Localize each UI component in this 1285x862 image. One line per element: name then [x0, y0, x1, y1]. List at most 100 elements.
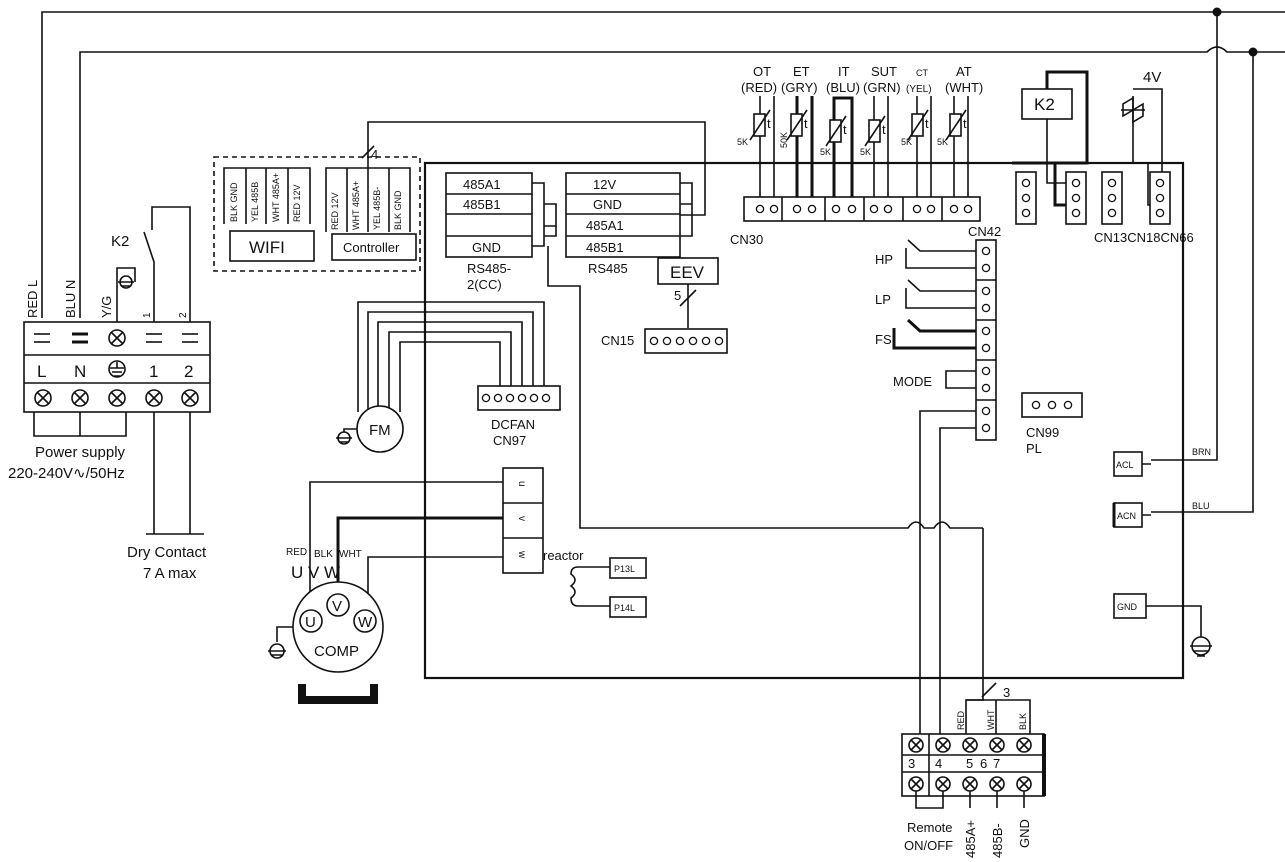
svg-text:5K: 5K [820, 147, 831, 157]
rs485-block: 12V GND 485A1 485B1 RS485 [565, 172, 693, 276]
comp-uvw-label: U V W [291, 563, 340, 582]
reactor-label: reactor [543, 548, 584, 563]
bottom-num-5: 5 [966, 756, 973, 771]
controller-pin-2: YEL 485B- [372, 187, 382, 230]
wire-label-yg: Y/G [99, 296, 114, 318]
sensor-ot: OT (RED) 5K t [737, 64, 777, 202]
dry-contact-rating: 7 A max [143, 565, 197, 582]
comp-phase-u: U [305, 614, 316, 631]
svg-text:50K: 50K [779, 132, 789, 148]
svg-text:ET: ET [793, 64, 810, 79]
rs485cc-label-1: RS485- [467, 261, 511, 276]
svg-text:OT: OT [753, 64, 771, 79]
svg-text:5K: 5K [937, 137, 948, 147]
comp-terminal-w: w [516, 550, 527, 559]
rs485cc-row-1: 485B1 [463, 197, 501, 212]
comp-label: COMP [314, 643, 359, 660]
comp-wire-wht: WHT [339, 549, 362, 560]
svg-text:(WHT): (WHT) [945, 80, 983, 95]
terminal-1: 1 [149, 362, 158, 381]
cn97-pins [481, 393, 551, 403]
wifi-label: WIFI [249, 238, 285, 257]
controller-pin-3: BLK GND [393, 190, 403, 230]
acl-label: ACL [1116, 460, 1134, 470]
cn97-label-1: DCFAN [491, 417, 535, 432]
terminal-2: 2 [184, 362, 193, 381]
brn-wire-label: BRN [1192, 447, 1211, 457]
cn99-pl-label: PL [1026, 441, 1042, 456]
bottom-label-gnd: GND [1017, 819, 1032, 848]
cn30-connector [743, 196, 981, 222]
switch-hp: HP [875, 252, 893, 267]
rs485cc-row-3: GND [472, 240, 501, 255]
cn97-label-2: CN97 [493, 433, 526, 448]
svg-text:(GRY): (GRY) [781, 80, 818, 95]
wire-label-red-l: RED L [25, 280, 40, 318]
bottom-num-3: 3 [908, 756, 915, 771]
bottom-top-screws [908, 737, 1032, 753]
svg-text:5K: 5K [737, 137, 748, 147]
controller-pin-0: RED 12V [330, 192, 340, 230]
thermistor-symbol: t [767, 116, 771, 131]
thermistor-symbol: t [843, 122, 847, 137]
svg-text:IT: IT [838, 64, 850, 79]
wifi-module: BLK GND YEL 485B WHT 485A+ RED 12V WIFI [223, 167, 315, 262]
rs485-row-1: GND [593, 197, 622, 212]
ground-icon [118, 275, 134, 289]
power-terminal-block: RED L BLU N Y/G 1 2 L N 1 2 [8, 206, 211, 582]
svg-text:SUT: SUT [871, 64, 897, 79]
bottom-label-485b: 485B- [990, 823, 1005, 858]
dry-contact-label: Dry Contact [127, 544, 207, 561]
svg-text:5K: 5K [901, 137, 912, 147]
comp-wire-blk: BLK [314, 549, 333, 560]
comp-wire-red: RED [286, 547, 307, 558]
bottom-num-4: 4 [935, 756, 942, 771]
fan-motor-label: FM [369, 422, 391, 439]
cn42-label: CN42 [968, 224, 1001, 239]
comp-phase-w: W [358, 614, 373, 631]
sensor-it: IT (BLU) 5K t [820, 64, 860, 202]
svg-text:AT: AT [956, 64, 972, 79]
svg-text:CT: CT [916, 68, 928, 78]
k2-relay: K2 [1012, 70, 1089, 207]
reactor-p13l: P13L [614, 564, 635, 574]
sensor-sut: SUT (GRN) 5K t [860, 64, 901, 202]
compressor-block: u v w RED BLK WHT U V W U V W COMP react… [268, 467, 647, 704]
cn99-label: CN99 [1026, 425, 1059, 440]
comp-phase-v: V [332, 598, 342, 615]
thermistor-symbol: t [963, 116, 967, 131]
svg-text:5K: 5K [860, 147, 871, 157]
cn15-pins [649, 336, 724, 346]
svg-text:(RED): (RED) [741, 80, 777, 95]
wifi-pin-3: RED 12V [292, 184, 302, 222]
sensor-et: ET (GRY) 50K t [779, 64, 818, 202]
switch-fs: FS [875, 332, 892, 347]
comp-terminal-v: v [516, 516, 527, 521]
sensor-block: OT (RED) 5K t ET (GRY) 50K t IT (BLU) 5K… [730, 64, 983, 247]
bottom-terminal: 3 RED WHT BLK 3 4 5 6 7 Remote ON/ [901, 528, 1046, 858]
bottom-wire-wht: WHT [986, 709, 996, 730]
comp-mount [298, 684, 378, 704]
cn99-block: CN99 PL [1021, 392, 1083, 456]
bottom-label-485a: 485A+ [963, 820, 978, 858]
wire-label-1: 1 [142, 312, 153, 318]
rs485cc-row-0: 485A1 [463, 177, 501, 192]
comp-ground-icon [268, 643, 286, 659]
fan-ground-icon [336, 431, 352, 445]
terminal-n: N [74, 362, 86, 381]
eev-label: EEV [670, 263, 705, 282]
eev-block: EEV 5 CN15 [601, 257, 728, 354]
cn30-label: CN30 [730, 232, 763, 247]
svg-text:(BLU): (BLU) [826, 80, 860, 95]
bottom-bottom-screws [908, 776, 1032, 792]
right-connectors: CN13CN18CN66 [1015, 171, 1194, 245]
fan-block: FM DCFAN CN97 [336, 301, 561, 453]
acn-label: ACN [1117, 511, 1136, 521]
switch-lp: LP [875, 292, 891, 307]
sensor-at: AT (WHT) 5K t [937, 64, 983, 202]
terminal-l: L [37, 362, 46, 381]
controller-pin-1: WHT 485A+ [351, 181, 361, 230]
rs485-row-2: 485A1 [586, 218, 624, 233]
valve-4v-label: 4V [1143, 69, 1161, 86]
wifi-pin-1: YEL 485B [250, 182, 260, 222]
